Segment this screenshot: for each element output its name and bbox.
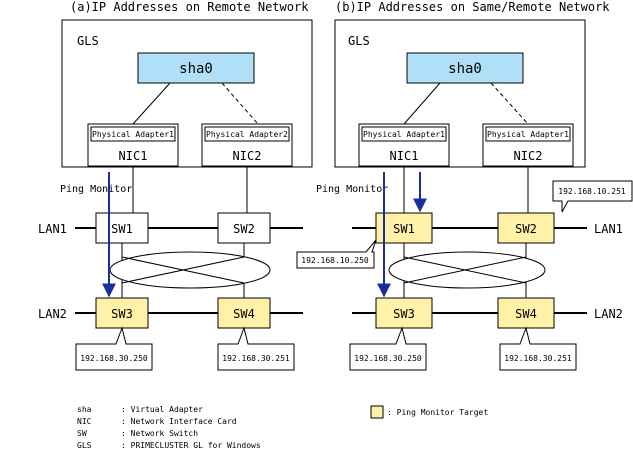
network-cloud-a [109,251,271,289]
legend-target-swatch [370,405,384,419]
sha-nic1-link [132,82,171,125]
ip-callout-sw4-a [217,326,295,371]
sha0-label-b: sha0 [448,61,482,77]
ip-callout-sw1-b [296,239,377,269]
adapter2-label-b: Physical Adapter1 [487,130,569,139]
sha-nic2-link [221,82,259,125]
panel-a: GLS sha0 Physical Adapter1 NIC1 Physical… [38,19,313,371]
ip-callout-sw3-a [75,326,153,371]
sw3-label-a: SW3 [111,307,133,321]
sw4-box-a [217,297,271,329]
nic1-label: NIC1 [119,149,148,163]
legend-desc-sha: : Virtual Adapter [121,405,203,414]
ip-sw1-b: 192.168.10.250 [301,256,369,265]
gls-label-b: GLS [348,34,370,48]
legend-desc-gls: : PRIMECLUSTER GL for Windows [121,441,261,450]
lan1-label-b: LAN1 [594,222,623,236]
sw3-label-b: SW3 [393,307,415,321]
title-a: (a)IP Addresses on Remote Network [70,0,309,14]
sha-nic1-link-b [403,82,441,125]
legend-abbr-sw: SW [77,429,87,438]
sw1-box-a [95,212,149,244]
ip-callout-sw2-b [552,180,633,213]
ping-monitor-label-a: Ping Monitor [60,184,132,195]
sha0-box [137,52,255,84]
adapter1-box [90,126,176,142]
sha0-label: sha0 [179,61,213,77]
ip-sw4-b: 192.168.30.251 [504,354,572,363]
ip-sw2-b: 192.168.10.251 [558,187,626,196]
sw1-label-b: SW1 [393,222,415,236]
sw1-label-a: SW1 [111,222,133,236]
cloud-cross-2-b [403,256,527,284]
sw2-label-a: SW2 [233,222,255,236]
ip-callout-sw4-b [499,326,577,371]
ip-callout-sw3-b [349,326,427,371]
sw4-box-b [497,297,555,329]
adapter2-box-b [485,126,571,142]
adapter2-label: Physical Adapter2 [206,130,288,139]
ip-sw4-a: 192.168.30.251 [222,354,290,363]
legend-abbr-nic: NIC [77,417,92,426]
legend-abbr-gls: GLS [77,441,92,450]
title-b: (b)IP Addresses on Same/Remote Network [335,0,610,14]
sw4-label-b: SW4 [515,307,537,321]
sw4-label-a: SW4 [233,307,255,321]
gls-label: GLS [77,34,99,48]
adapter1-label-b: Physical Adapter1 [363,130,445,139]
sha0-box-b [406,52,524,84]
adapter1-label: Physical Adapter1 [92,130,174,139]
legend-target-label: : Ping Monitor Target [387,408,488,417]
adapter2-box [204,126,290,142]
legend-desc-nic: : Network Interface Card [121,417,237,426]
ping-monitor-label-b: Ping Monitor [316,184,388,195]
nic1-label-b: NIC1 [390,149,419,163]
lan2-label-a: LAN2 [38,307,67,321]
ip-sw3-b: 192.168.30.250 [354,354,422,363]
sw3-box-b [375,297,433,329]
cloud-cross-2-a [121,256,245,284]
lan2-label-b: LAN2 [594,307,623,321]
nic2-label: NIC2 [233,149,262,163]
legend: sha : Virtual Adapter NIC : Network Inte… [77,405,488,450]
panel-b: GLS sha0 Physical Adapter1 NIC1 Physical… [296,19,633,371]
adapter1-box-b [361,126,447,142]
legend-abbr-sha: sha [77,405,92,414]
sw1-box-b [375,212,433,244]
nic2-label-b: NIC2 [514,149,543,163]
ip-sw3-a: 192.168.30.250 [80,354,148,363]
sw2-label-b: SW2 [515,222,537,236]
lan1-label-a: LAN1 [38,222,67,236]
sha-nic2-link-b [490,82,529,125]
legend-desc-sw: : Network Switch [121,429,198,438]
